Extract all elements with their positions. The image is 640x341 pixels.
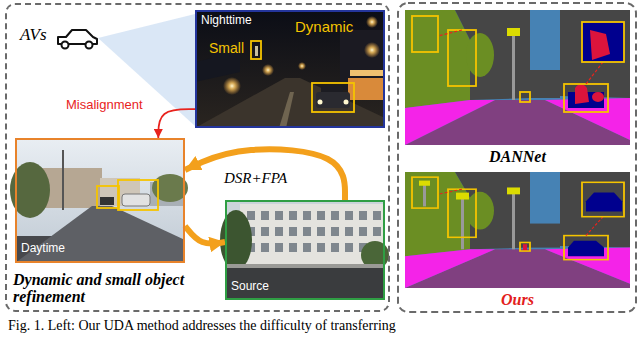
image-frame: Daytime bbox=[15, 138, 185, 263]
night-photo bbox=[316, 92, 350, 108]
day-photo bbox=[100, 197, 114, 205]
segmentation-map bbox=[564, 84, 608, 112]
source-photo bbox=[225, 264, 385, 268]
highlight-box bbox=[97, 186, 119, 208]
segmentation-map bbox=[512, 189, 515, 249]
night-photo bbox=[223, 77, 241, 95]
segmentation-map bbox=[448, 189, 476, 237]
segmentation-map bbox=[423, 182, 426, 206]
night-photo bbox=[298, 62, 306, 70]
day-photo bbox=[62, 150, 64, 210]
segmentation-map bbox=[466, 33, 494, 77]
image-label: Nighttime bbox=[201, 14, 252, 28]
segmentation-map bbox=[520, 92, 530, 102]
night-photo bbox=[344, 100, 349, 105]
night-photo bbox=[364, 42, 380, 58]
method-label: Ours bbox=[501, 291, 534, 309]
segmentation-map bbox=[530, 224, 560, 248]
segmentation-map bbox=[438, 30, 462, 36]
highlight-box bbox=[312, 83, 354, 112]
segmentation-map bbox=[575, 84, 589, 104]
segmentation-map bbox=[456, 193, 469, 200]
segmentation-map bbox=[412, 177, 438, 208]
segmentation-map bbox=[405, 10, 630, 145]
source-photo bbox=[220, 200, 389, 300]
segmentation-map bbox=[586, 217, 603, 236]
night-photo bbox=[350, 70, 385, 76]
source-photo bbox=[225, 268, 385, 300]
segmentation-map bbox=[405, 172, 470, 256]
night-photo bbox=[262, 64, 274, 76]
object-tag: Small bbox=[209, 40, 244, 56]
image-label: Source bbox=[231, 280, 269, 294]
segmentation-map bbox=[405, 249, 495, 288]
segmentation-map bbox=[568, 241, 604, 256]
segmentation-map bbox=[507, 28, 520, 36]
vehicle-label: AVs bbox=[20, 25, 47, 45]
night-photo bbox=[318, 100, 323, 105]
result-image: Ours bbox=[405, 172, 630, 312]
connector-arrow bbox=[185, 226, 225, 244]
source-photo bbox=[244, 208, 382, 258]
connector-arrow bbox=[185, 149, 345, 200]
panel-border bbox=[398, 3, 636, 312]
segmentation-map bbox=[405, 10, 470, 108]
highlight-box bbox=[251, 41, 261, 59]
image-label: Daytime bbox=[21, 242, 65, 256]
method-label: DANNet bbox=[489, 148, 546, 166]
edge-label: Misalignment bbox=[66, 98, 143, 113]
segmentation-map bbox=[582, 22, 624, 62]
segmentation-map bbox=[564, 236, 608, 260]
vehicle-icon bbox=[62, 42, 69, 49]
night-photo bbox=[195, 10, 385, 128]
night-photo bbox=[195, 10, 385, 128]
figure-caption: Fig. 1. Left: Our UDA method addresses t… bbox=[8, 318, 396, 334]
night-photo bbox=[279, 92, 294, 128]
object-tag: Dynamic bbox=[295, 18, 353, 35]
segmentation-map bbox=[507, 187, 520, 194]
segmentation-map bbox=[523, 244, 527, 251]
segmentation-map bbox=[582, 182, 624, 216]
segmentation-map bbox=[419, 181, 430, 186]
result-image: DANNet bbox=[405, 10, 630, 169]
segmentation-map bbox=[592, 92, 604, 102]
day-photo bbox=[122, 194, 150, 206]
segmentation-map bbox=[461, 194, 464, 249]
panel-heading: Dynamic and small object refinement bbox=[13, 271, 213, 305]
segmentation-map bbox=[448, 30, 476, 86]
vehicle-icon bbox=[86, 42, 93, 49]
segmentation-map bbox=[405, 100, 495, 145]
segmentation-map bbox=[586, 193, 622, 212]
figure-panel: AVsDynamic and small object refinement Ni… bbox=[5, 3, 390, 312]
night-photo bbox=[195, 78, 385, 128]
segmentation-map bbox=[405, 172, 630, 288]
segmentation-map bbox=[586, 62, 603, 84]
segmentation-map bbox=[405, 172, 630, 288]
image-frame: Source bbox=[225, 200, 385, 300]
image-frame: NighttimeSmall Dynamic bbox=[195, 10, 385, 128]
day-photo bbox=[42, 168, 102, 208]
segmentation-map bbox=[520, 242, 530, 251]
vehicle-icon bbox=[58, 14, 195, 126]
segmentation-map bbox=[405, 10, 630, 145]
day-photo bbox=[10, 138, 188, 263]
segmentation-map bbox=[466, 192, 494, 230]
highlight-box bbox=[118, 180, 158, 210]
segmentation-map bbox=[530, 70, 560, 98]
edge-label: DSR+FPA bbox=[224, 170, 287, 187]
connector-arrow bbox=[158, 109, 195, 138]
night-photo bbox=[366, 16, 378, 28]
night-photo bbox=[255, 46, 258, 56]
segmentation-map bbox=[412, 16, 438, 52]
day-photo bbox=[15, 206, 185, 263]
segmentation-map bbox=[512, 30, 515, 100]
segmentation-map bbox=[438, 189, 462, 194]
segmentation-map bbox=[590, 30, 610, 60]
